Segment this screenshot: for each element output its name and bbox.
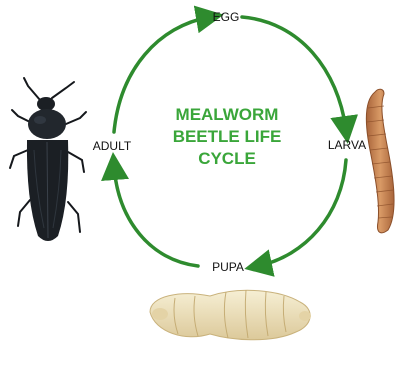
stage-label-larva: LARVA: [328, 138, 366, 152]
arrow-larva-to-pupa: [258, 160, 346, 266]
title-line-1: MEALWORM: [176, 105, 279, 124]
stage-label-pupa: PUPA: [212, 260, 244, 274]
larva-image: [366, 89, 394, 233]
stage-label-adult: ADULT: [93, 139, 132, 153]
stage-label-egg: EGG: [213, 10, 240, 24]
title-line-3: CYCLE: [198, 149, 256, 168]
title-line-2: BEETLE LIFE: [173, 127, 282, 146]
pupa-image: [150, 290, 311, 340]
diagram-title: MEALWORM BEETLE LIFE CYCLE: [173, 105, 282, 168]
arrow-pupa-to-adult: [114, 166, 198, 266]
adult-beetle-image: [10, 78, 86, 241]
